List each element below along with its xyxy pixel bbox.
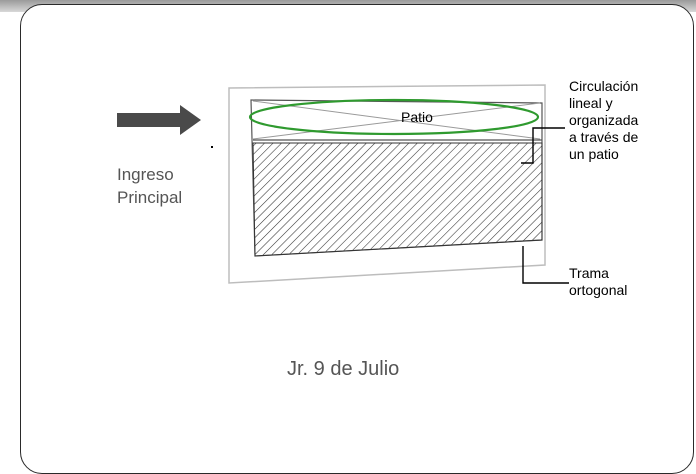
trama-label: Trama ortogonal [569, 265, 628, 298]
arrow-right-icon [117, 105, 201, 135]
street-label: Jr. 9 de Julio [287, 358, 400, 380]
trama-callout-line [522, 246, 569, 284]
patio-cross-line [252, 100, 541, 140]
patio-cross-line [252, 102, 541, 140]
ingreso-principal-label: Ingreso Principal [117, 165, 183, 207]
patio-label: Patio [401, 109, 433, 125]
hatched-block [252, 142, 543, 257]
circulation-callout-line [521, 127, 565, 164]
site-plan-diagram [117, 84, 569, 284]
dot-mark [211, 146, 213, 148]
site-outline [228, 84, 546, 284]
circulation-label: Circulación lineal y organizada a través… [569, 78, 639, 162]
patio-ellipse [248, 98, 540, 136]
